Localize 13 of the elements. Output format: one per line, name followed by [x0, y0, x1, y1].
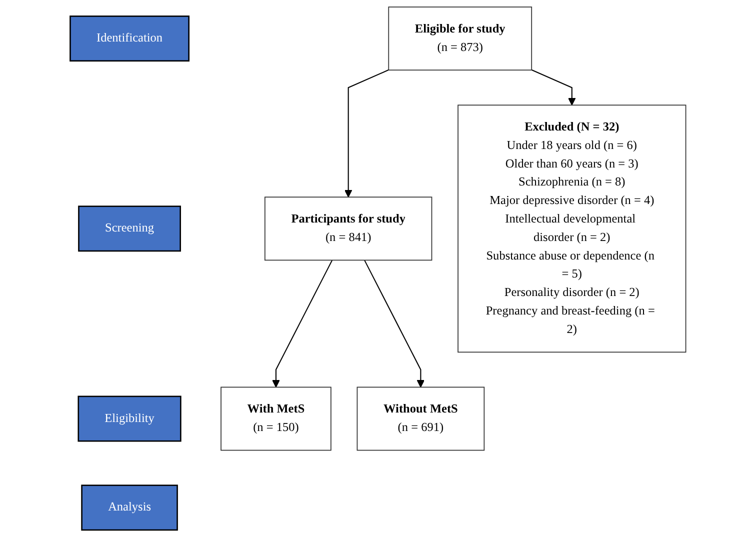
node-box: Screening: [78, 206, 181, 252]
arrow: [272, 260, 333, 388]
node-box: Identification: [70, 16, 190, 62]
node-box: Eligibility: [78, 396, 182, 442]
arrow: [531, 69, 576, 106]
node-box: Participants for study (n = 841): [264, 196, 432, 261]
node-box: Analysis: [81, 484, 178, 531]
node-box: Without MetS (n = 691): [356, 386, 485, 451]
arrow: [364, 260, 425, 388]
node-box: Eligible for study (n = 873): [388, 6, 532, 71]
arrow: [344, 69, 389, 198]
node-box: Excluded (N = 32) Under 18 years old (n = 6) Older than 60 years (n = 3) Schizophrenia (n = 8) Major depressive disorder (n = 4) Intellectual developmental disorder (n = 2) Substance abuse or dependence (n = 5) Personality disorder (n = 2) Pregnancy and breast-feeding (n = 2): [458, 104, 686, 353]
node-box: With MetS (n = 150): [220, 386, 332, 451]
